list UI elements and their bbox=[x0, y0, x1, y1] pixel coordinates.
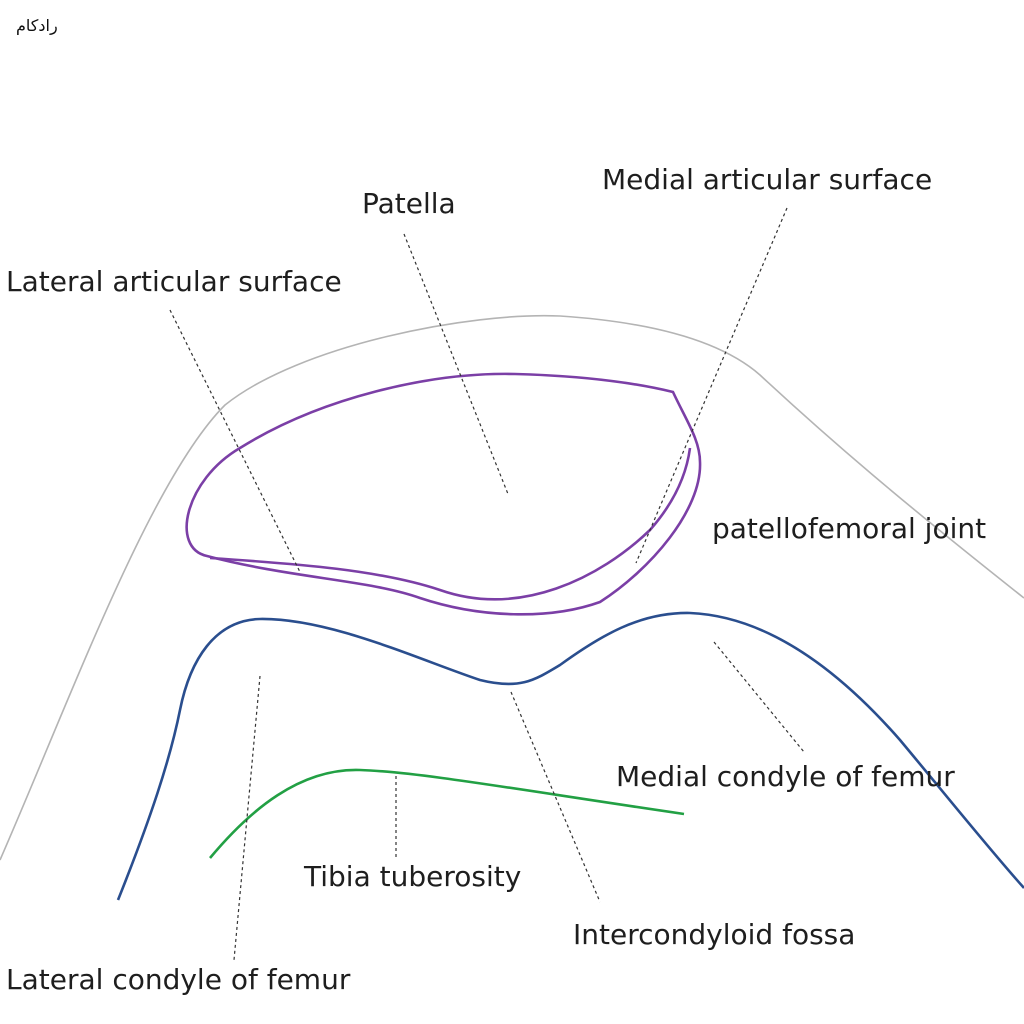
label-intercondyloid-fossa: Intercondyloid fossa bbox=[573, 918, 856, 951]
label-medial-condyle-of-femur: Medial condyle of femur bbox=[616, 760, 955, 793]
label-lateral-articular-surface: Lateral articular surface bbox=[6, 265, 342, 298]
label-medial-articular-surface: Medial articular surface bbox=[602, 163, 933, 196]
leader-medial-articular-surface bbox=[635, 207, 788, 564]
tibia-curve bbox=[209, 768, 685, 859]
label-patellofemoral-joint: patellofemoral joint bbox=[712, 512, 987, 545]
label-lateral-condyle-of-femur: Lateral condyle of femur bbox=[6, 963, 351, 996]
leader-intercondyloid-fossa bbox=[510, 691, 601, 903]
leader-patella bbox=[403, 233, 509, 495]
label-tibia-tuberosity: Tibia tuberosity bbox=[304, 860, 522, 893]
femur-outline bbox=[116, 611, 1024, 901]
label-patella: Patella bbox=[362, 187, 456, 220]
leader-lateral-articular-surface bbox=[169, 309, 301, 573]
patella-outline bbox=[185, 372, 702, 616]
knee-skin-outline bbox=[0, 314, 1024, 861]
leader-medial-condyle bbox=[713, 641, 805, 753]
patella-articular-curve bbox=[209, 447, 692, 601]
watermark-text: رادکام bbox=[16, 16, 58, 35]
